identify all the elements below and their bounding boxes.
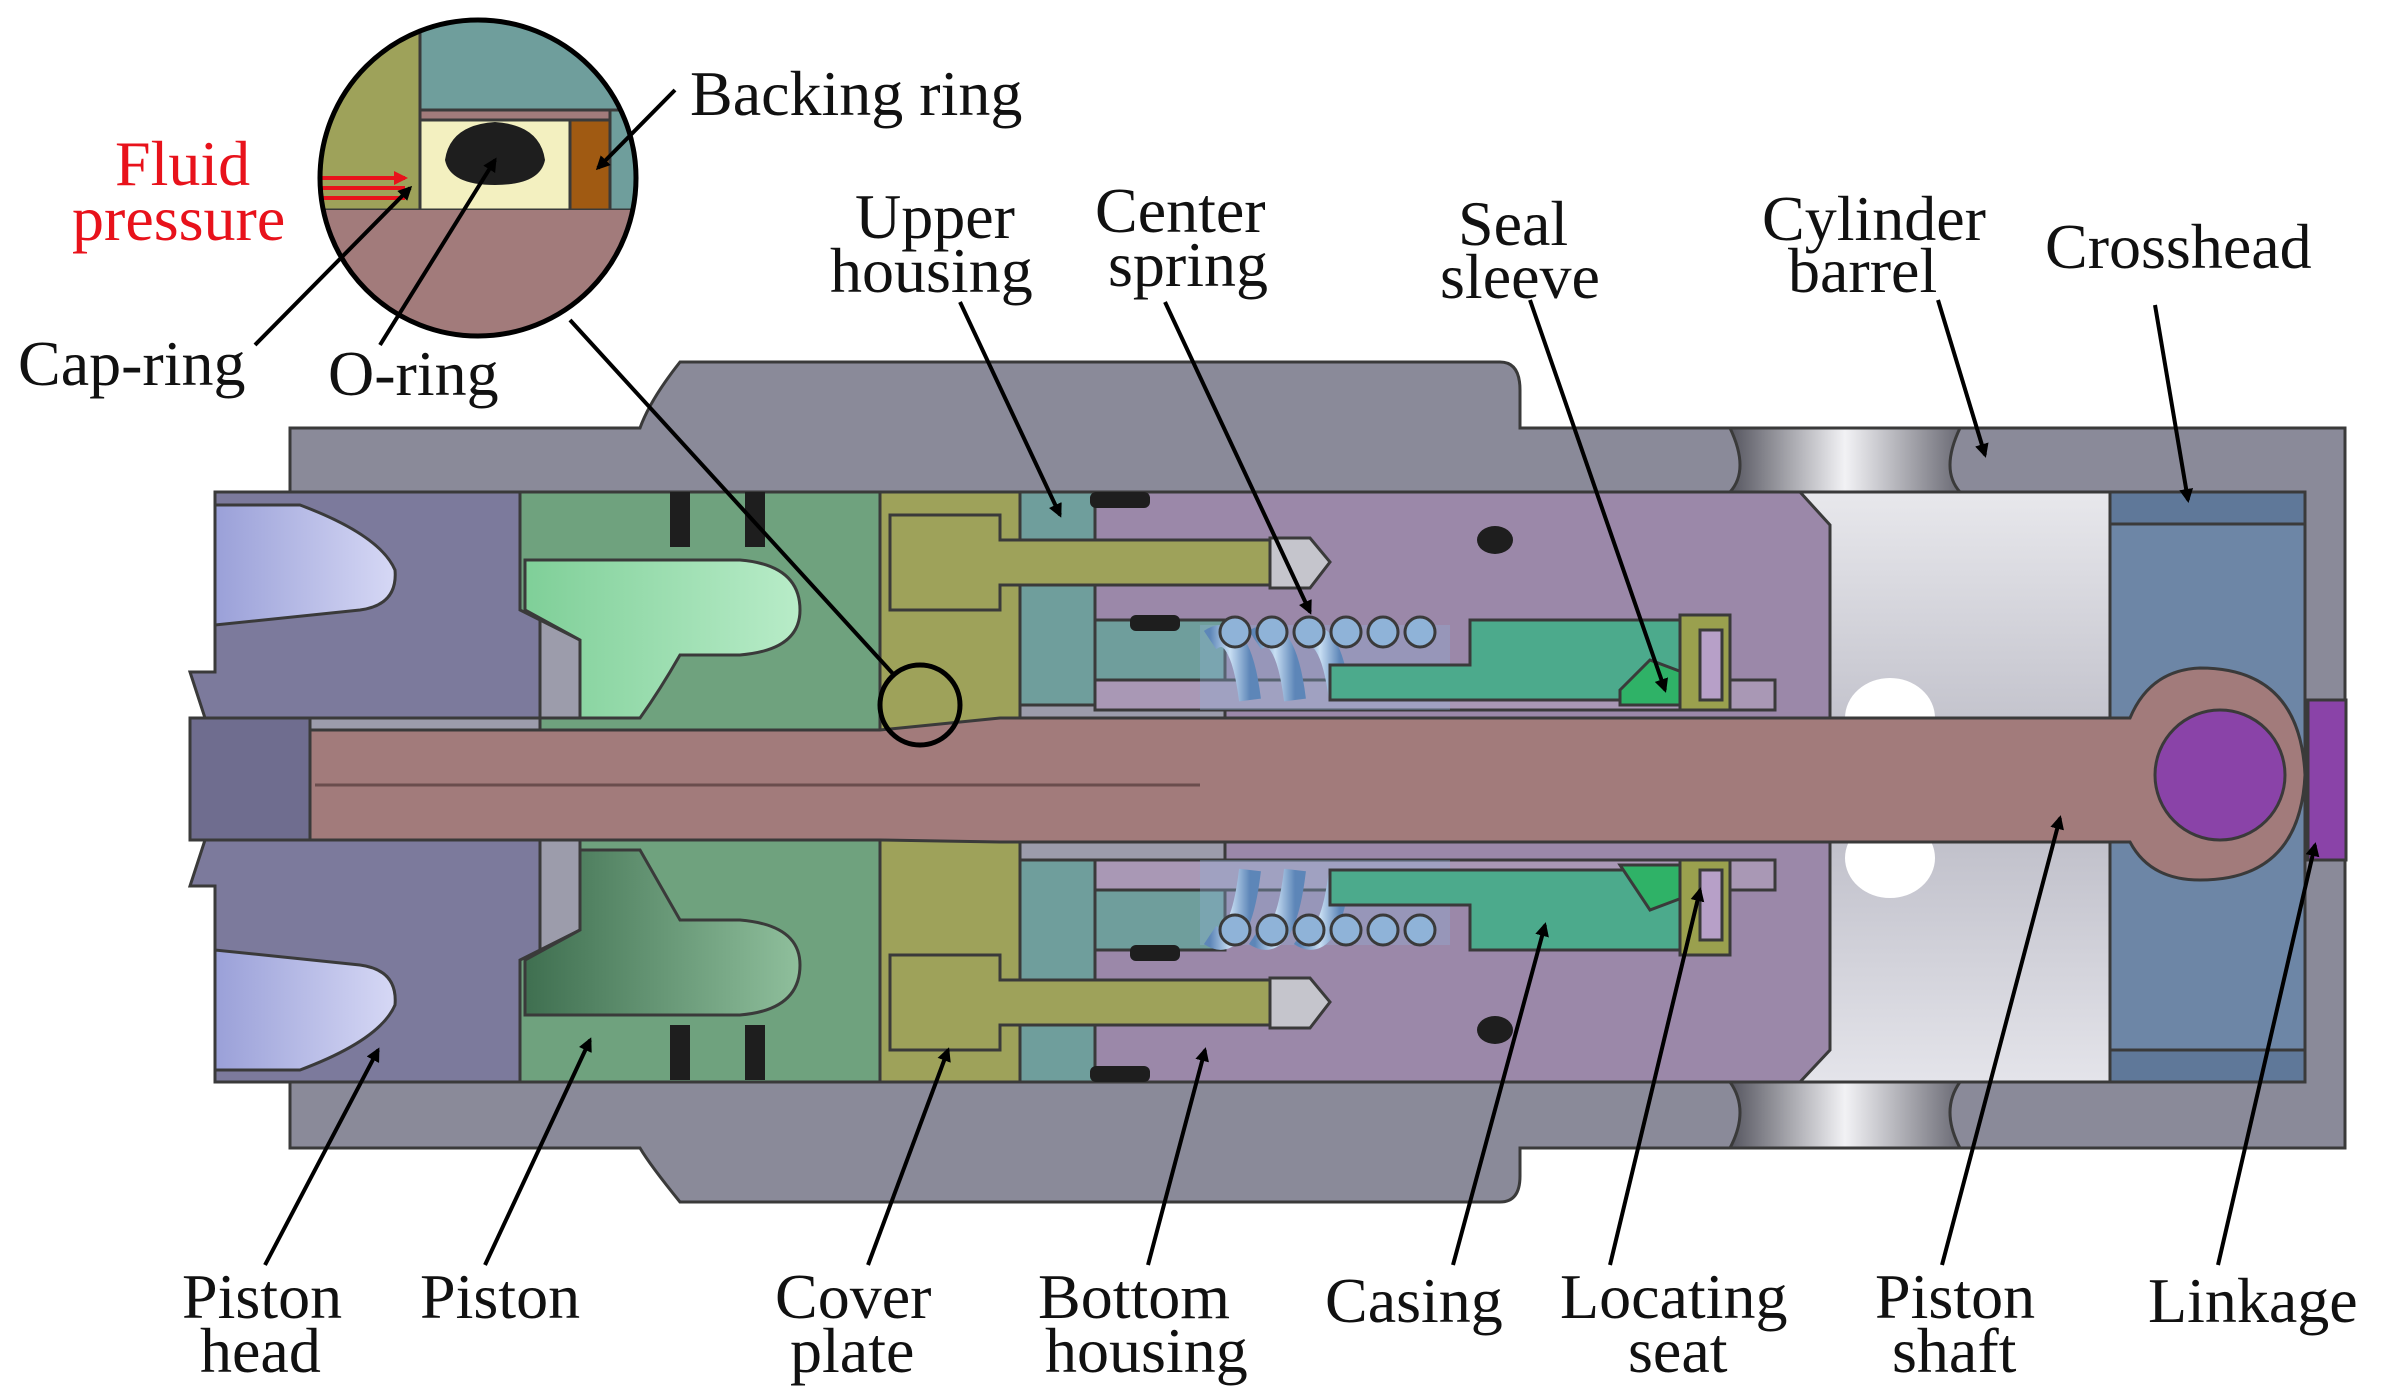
label-o-ring: O-ring [328,338,499,409]
label-piston-head-2: head [200,1315,321,1386]
piston-head-cone-bottom [213,948,397,1072]
label-cylinder-barrel-2: barrel [1788,235,1937,306]
label-seal-sleeve-2: sleeve [1440,241,1600,312]
zoom-connector-line [568,318,897,678]
seal-sleeve [1328,618,1692,952]
label-cover-plate-2: plate [790,1315,914,1386]
leader-arrows [253,88,2320,1266]
label-cover-plate-1: Cover [775,1261,931,1332]
screws [888,513,1332,1052]
label-center-spring-2: spring [1108,229,1268,300]
label-fluid-pressure-2: pressure [72,183,285,254]
barrel-notch-top [1726,426,1964,494]
label-piston-head-1: Piston [182,1261,342,1332]
piston-head-cone-top [213,503,397,627]
shaft-eye-pin [2153,708,2287,842]
label-piston-shaft-2: shaft [1892,1315,2017,1386]
label-fluid-pressure-1: Fluid [115,128,250,199]
piston-cavity-top [523,558,802,720]
linkage [2306,698,2348,862]
label-piston: Piston [420,1261,580,1332]
piston-shaft [308,666,2307,882]
locating-seat [1678,613,1732,957]
piston-cavity-bottom [523,848,802,1017]
labels: Fluid pressure Backing ring Cap-ring O-r… [18,58,2358,1386]
label-upper-housing-2: housing [830,235,1033,306]
label-seal-sleeve-1: Seal [1458,188,1568,259]
label-upper-housing-1: Upper [855,181,1015,252]
piston-head [187,490,542,1084]
piston [518,490,882,1084]
label-cylinder-barrel-1: Cylinder [1762,183,1986,254]
label-cap-ring: Cap-ring [18,328,246,399]
label-locating-seat-1: Locating [1560,1261,1787,1332]
label-backing-ring: Backing ring [690,58,1022,129]
label-linkage: Linkage [2148,1265,2358,1336]
center-spring [1200,615,1450,950]
label-crosshead: Crosshead [2045,211,2312,282]
o-ring-shape [445,122,545,185]
label-casing: Casing [1325,1265,1503,1336]
barrel-notch-bottom [1727,1080,1963,1150]
label-bottom-housing-2: housing [1045,1315,1248,1386]
zoom-marker-circle [877,662,963,748]
label-piston-shaft-1: Piston [1875,1261,2035,1332]
label-bottom-housing-1: Bottom [1038,1261,1230,1332]
label-center-spring-1: Center [1095,175,1266,246]
backing-ring-shape [568,118,612,212]
label-locating-seat-2: seat [1628,1315,1728,1386]
